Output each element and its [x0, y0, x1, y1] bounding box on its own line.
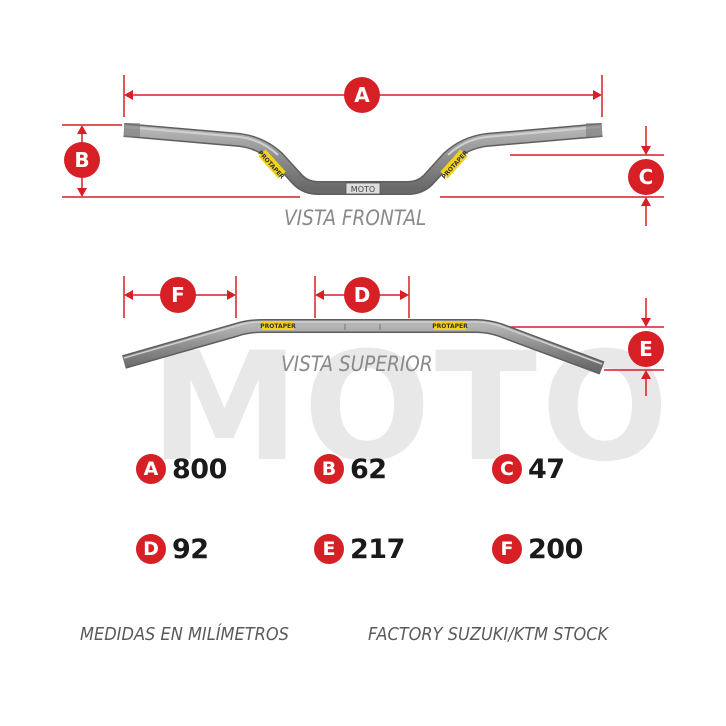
measurement-c-value: 47 — [528, 453, 565, 485]
measurement-f-value: 200 — [528, 533, 583, 565]
front-view-label: VISTA FRONTAL — [284, 206, 427, 230]
measurement-d: D 92 — [136, 532, 209, 566]
handlebar-top-view: PROTAPER PROTAPER — [122, 319, 605, 375]
measurement-b-badge: B — [314, 454, 344, 484]
handlebar-front-view: PROTAPER PROTAPER MOTO — [123, 123, 603, 195]
measurement-a: A 800 — [136, 452, 227, 486]
model-note: FACTORY SUZUKI/KTM STOCK — [368, 624, 609, 645]
measurement-d-badge: D — [136, 534, 166, 564]
dimension-c-line — [440, 126, 664, 226]
dimension-e-letter: E — [639, 337, 653, 361]
center-label: MOTO — [345, 182, 381, 195]
dimension-a-letter: A — [354, 83, 370, 107]
measurement-a-value: 800 — [172, 453, 227, 485]
measurement-e-badge: E — [314, 534, 344, 564]
measurement-c: C 47 — [492, 452, 565, 486]
dimension-f-line — [123, 276, 237, 318]
measurement-e: E 217 — [314, 532, 405, 566]
dimension-c-letter: C — [639, 165, 654, 189]
measurement-a-badge: A — [136, 454, 166, 484]
measurement-f-badge: F — [492, 534, 522, 564]
dimension-f-badge: F — [160, 277, 196, 313]
measurement-b-value: 62 — [350, 453, 387, 485]
dimension-d-badge: D — [344, 277, 380, 313]
dimension-d-letter: D — [354, 283, 371, 307]
svg-text:MOTO: MOTO — [351, 185, 375, 194]
dimension-b-letter: B — [74, 148, 89, 172]
svg-text:PROTAPER: PROTAPER — [432, 323, 468, 330]
dimension-b-badge: B — [64, 142, 100, 178]
top-logo-right: PROTAPER — [432, 321, 468, 330]
top-view-label: VISTA SUPERIOR — [281, 352, 433, 376]
dimension-e-badge: E — [628, 331, 664, 367]
measurement-e-value: 217 — [350, 533, 405, 565]
measurement-c-badge: C — [492, 454, 522, 484]
dimension-c-badge: C — [628, 159, 664, 195]
measurement-b: B 62 — [314, 452, 387, 486]
units-note: MEDIDAS EN MILÍMETROS — [80, 624, 289, 645]
dimension-e-line — [488, 298, 664, 396]
measurement-d-value: 92 — [172, 533, 209, 565]
dimension-f-letter: F — [171, 283, 185, 307]
top-logo-left: PROTAPER — [260, 321, 296, 330]
measurement-f: F 200 — [492, 532, 583, 566]
dimension-a-badge: A — [344, 77, 380, 113]
svg-text:PROTAPER: PROTAPER — [260, 323, 296, 330]
